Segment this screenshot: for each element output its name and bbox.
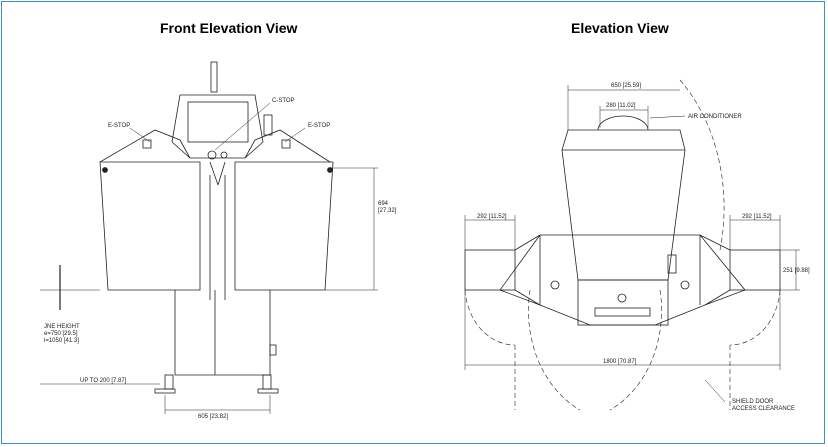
height-251-label: 251 [9.88] [783, 268, 810, 274]
right-roof [244, 129, 331, 163]
estop-left-label: E-STOP [108, 123, 130, 129]
side-elevation-title: Elevation View [571, 20, 669, 36]
front-elevation-drawing [40, 61, 378, 414]
estop-button [207, 150, 217, 160]
air-conditioner-label: AIR CONDITIONER [688, 114, 742, 120]
center-column [174, 290, 271, 376]
height-dim-in-label: [27.32] [378, 208, 397, 214]
right-wing [234, 161, 334, 291]
inner-width-label: 280 [11.02] [606, 103, 636, 109]
side-elevation-drawing [464, 79, 800, 411]
line-height-1050-label: l=1050 [41.3] [44, 338, 79, 344]
left-roof [99, 129, 191, 163]
base-width-label: 605 [23.82] [198, 414, 228, 420]
door-clearance-arc-top [679, 79, 725, 251]
right-foot [257, 388, 279, 394]
shield-door-label-2: ACCESS CLEARANCE [732, 406, 795, 412]
beacon-pole [210, 61, 218, 93]
shield-door-label-1: SHIELD DOOR [732, 399, 774, 405]
left-ext-label: 292 [11.52] [477, 214, 507, 220]
left-wing [99, 161, 201, 291]
left-conveyor [464, 249, 516, 291]
upper-cabinet [561, 129, 686, 281]
air-conditioner-dome [597, 115, 649, 131]
line-height-750-label: e=750 [29.5] [44, 331, 78, 337]
line-height-label: JNE HEIGHT [44, 324, 80, 330]
estop-center-label: C-STOP [272, 98, 295, 104]
overall-width-label: 1800 [70.87] [603, 359, 637, 365]
top-width-label: 650 [25.59] [611, 83, 641, 89]
height-dim-label: 694 [378, 201, 389, 207]
up-to-label: UP TO 200 [7.87] [80, 378, 127, 384]
hmi-screen [187, 101, 249, 143]
front-elevation-title: Front Elevation View [160, 20, 298, 36]
right-conveyor [729, 249, 781, 291]
right-ext-label: 292 [11.52] [742, 214, 772, 220]
left-foot [154, 388, 176, 394]
estop-right-label: E-STOP [308, 123, 330, 129]
